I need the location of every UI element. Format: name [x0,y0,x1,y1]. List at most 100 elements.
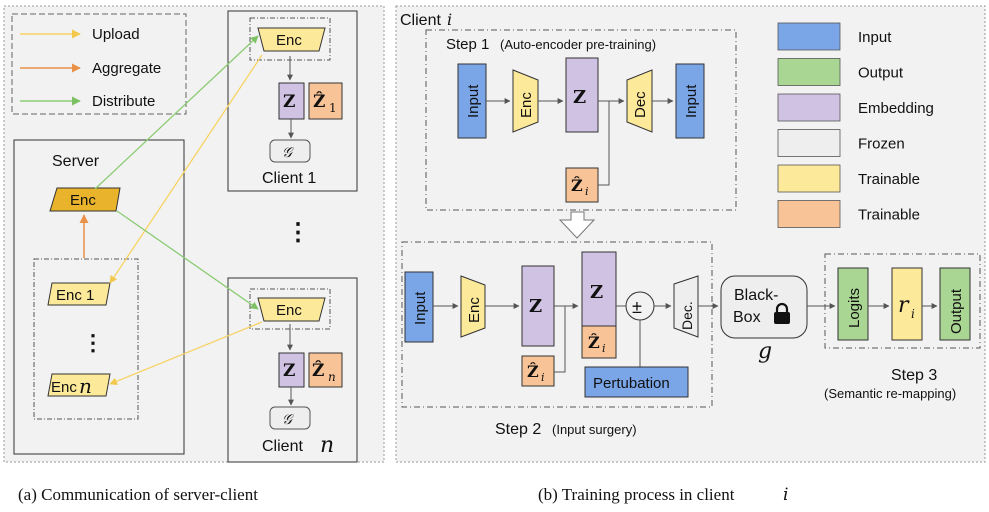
step2-z2-block [581,251,617,327]
legend-b-label-2: Embedding [858,100,934,117]
legend-distribute-label: Distribute [92,93,155,110]
step1-z-label: Z [573,87,586,108]
step1-input-label: Input [465,84,482,118]
step1-z-block [565,57,599,133]
client1-z-block [278,82,305,120]
step2-zhat2-sub: i [602,342,606,355]
client1-enc-label: Enc [276,32,302,49]
clientn-g-label: 𝒢 [282,412,294,428]
server-encn-prefix: Enc [51,379,77,396]
blackbox-line2: Box [733,309,761,326]
step1-dec-label: Dec [632,91,649,118]
clients-vdots: ⋮ [286,219,310,246]
step3-group [824,253,981,349]
panel-b-title-suffix: i [447,10,452,29]
step2-zhat2-block [581,325,617,359]
step2-zhat-block [521,355,555,387]
remap-r-sub: i [911,307,915,321]
step2-zhat-label: Ẑ [527,361,539,381]
blackbox-block [720,275,808,339]
distribute-arrow-clientn [116,210,259,310]
step2-dec-label: Dec. [679,301,695,330]
step2-dec-block [673,275,699,338]
lock-icon [774,302,790,324]
clientn-z-block [278,352,305,388]
logits-block [837,267,869,341]
step1-title-rest: (Auto-encoder pre-training) [500,37,656,52]
blackbox-line1: Black- [734,287,778,304]
legend-b-label-0: Input [858,29,892,46]
client1-z-label: Z [283,92,295,112]
clientn-g-block [269,406,311,430]
step2-enc-label: Enc [466,297,483,323]
clientn-zhat-label: Ẑ [312,360,324,381]
output-label: Output [948,288,965,334]
step2-title-rest: (Input surgery) [552,422,637,437]
step1-title-bold: Step 1 [446,36,489,53]
server-enc-label: Enc [70,192,96,209]
step3-title-bold: Step 3 [891,367,937,384]
blackbox-g-label: g [758,339,772,364]
step1-dec-block [626,69,653,133]
logits-label: Logits [846,288,863,328]
clientn-name-prefix: Client [262,438,303,455]
legend-b-label-5: Trainable [858,207,920,224]
server-enc1-block [47,282,111,306]
step2-enc-block [460,275,486,338]
step3-title-rest: (Semantic re-mapping) [824,386,956,401]
step1-zhat-label: Ẑ [571,175,583,195]
output-block [939,267,971,341]
remap-r-label: r [898,293,910,318]
legend-upload-label: Upload [92,26,140,43]
step2-zhat-sub: i [541,371,545,384]
step1-zhat-block [565,167,599,203]
legend-b-label-4: Trainable [858,171,920,188]
caption-a: (a) Communication of server-client [18,485,258,504]
clientn-enc-label: Enc [276,302,302,319]
server-encn-block [47,373,111,397]
plus-minus-label: ± [632,297,642,317]
legend-b-swatch-4 [777,164,841,193]
step2-zhat-connector [554,306,566,373]
panel-b-title-prefix: Client [400,12,441,29]
server-title: Server [52,153,100,170]
legend-b-swatch-1 [777,58,841,86]
legend-b-label-3: Frozen [858,136,905,153]
legend-b-swatch-0 [777,22,841,51]
server-enc1-label: Enc 1 [56,287,94,304]
legend-b-swatch-2 [777,93,841,122]
step2-group [401,241,713,408]
step2-zhat2-label: Ẑ [588,332,600,352]
legend-aggregate-label: Aggregate [92,60,161,77]
legend-a-box [11,13,187,115]
server-enc-block [49,187,121,212]
step2-title-bold: Step 2 [495,421,541,438]
legend-b-label-1: Output [858,65,904,82]
step1-output-input-label: Input [683,84,700,118]
server-vdots: ⋮ [82,330,104,355]
client1-enc-block [257,27,326,52]
upload-arrow-clientn [109,321,263,385]
step1-enc-block [512,69,539,133]
step1-enc-label: Enc [518,92,535,118]
legend-b: InputOutputEmbeddingFrozenTrainableTrain… [777,22,934,228]
clientn-zhat-block [308,352,343,388]
client1-g-label: 𝒢 [282,145,294,161]
caption-b-prefix: (b) Training process in client [538,485,735,504]
client1-zhat-label: Ẑ [313,91,325,112]
perturbation-block [584,366,689,398]
step1-zhat-connector [598,101,610,186]
step2-z2-label: Z [590,282,603,303]
step1-output-input-block [675,63,705,139]
legend-b-swatch-3 [777,129,841,157]
server-encn-suffix: n [79,374,92,398]
client1-name: Client 1 [262,170,316,187]
step-transition-arrow [558,211,596,239]
remap-r-block [891,267,923,341]
perturbation-label: Pertubation [593,375,670,392]
step2-z-label: Z [529,296,542,317]
distribute-arrow-client1 [94,35,259,190]
clientn-name-suffix: n [320,433,334,458]
legend-b-swatch-5 [777,200,841,228]
